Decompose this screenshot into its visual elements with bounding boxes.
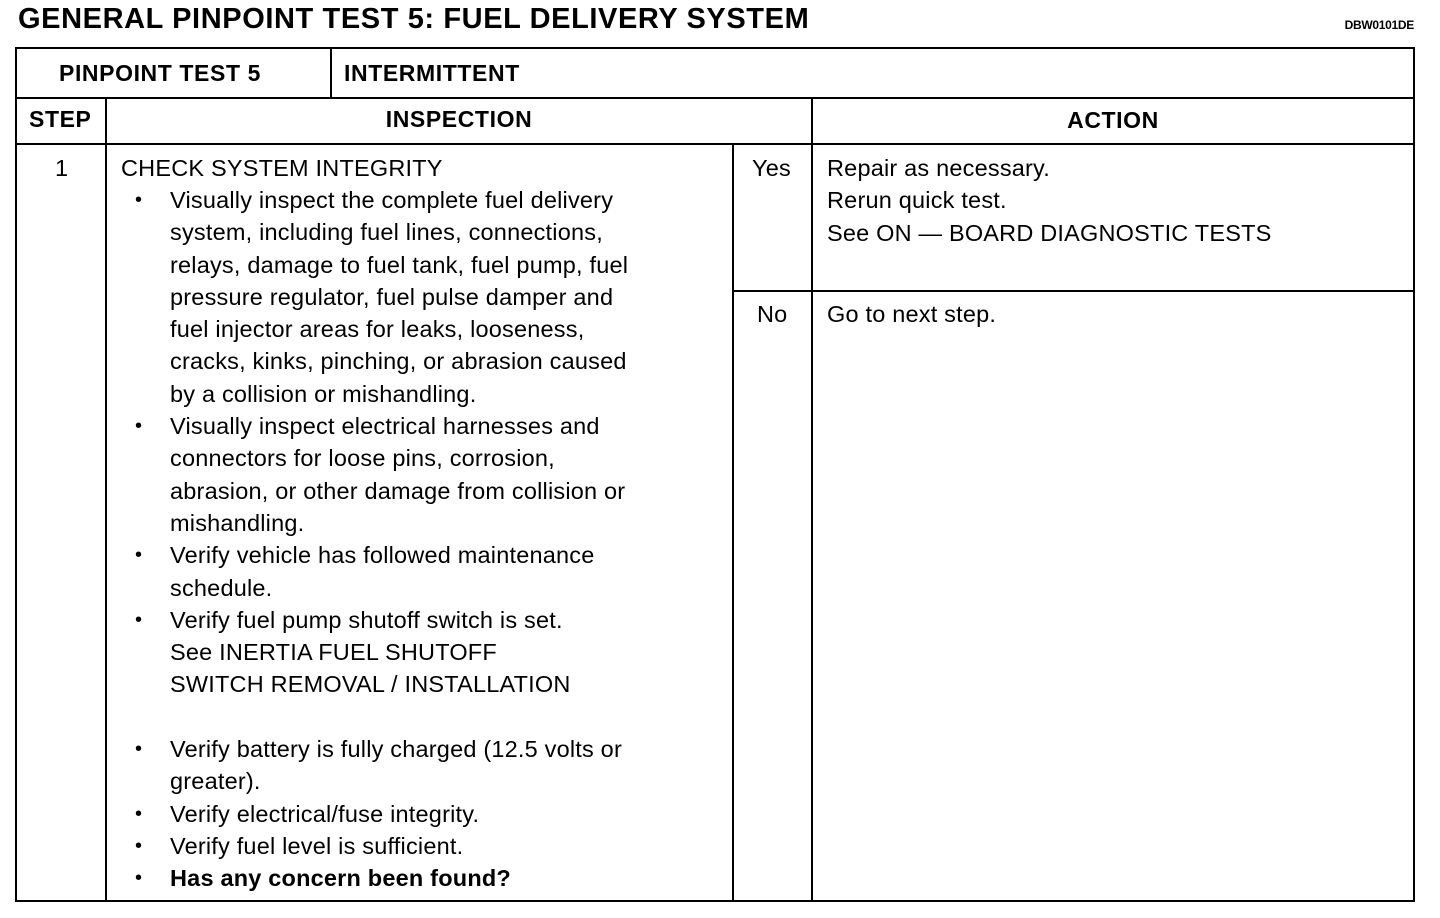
bullet-icon: •: [135, 802, 143, 825]
inspection-item-line: relays, damage to fuel tank, fuel pump, …: [170, 251, 629, 278]
inspection-item: Visually inspect the complete fuel deliv…: [170, 184, 628, 410]
inspection-item-line: Verify fuel level is sufficient.: [170, 833, 464, 859]
bullet-icon: •: [135, 544, 143, 567]
pinpoint-divider: [330, 49, 332, 98]
inspection-item-line: Verify battery is fully charged (12.5 vo…: [170, 736, 622, 763]
inspection-item-line: Verify vehicle has followed maintenance: [170, 542, 595, 569]
inspection-item-line: Has any concern been found?: [170, 865, 511, 892]
inspection-item-line: mishandling.: [170, 509, 305, 536]
inspection-item-line: SWITCH REMOVAL / INSTALLATION: [170, 671, 571, 698]
step-number: 1: [55, 155, 69, 181]
inspection-item: Verify vehicle has followed maintenance s…: [170, 539, 595, 604]
inspection-item-line: Verify fuel pump shutoff switch is set.: [170, 606, 563, 633]
bullet-icon: •: [135, 415, 143, 438]
inspection-item-line: fuel injector areas for leaks, looseness…: [170, 316, 585, 343]
inspection-item: Verify electrical/fuse integrity.: [170, 798, 479, 830]
inspection-item-line: cracks, kinks, pinching, or abrasion cau…: [170, 348, 627, 375]
inspection-item-line: greater).: [170, 768, 261, 795]
inspection-checklist: • Visually inspect the complete fuel deli…: [117, 184, 729, 900]
inspection-question: Has any concern been found?: [170, 862, 511, 894]
bullet-icon: •: [135, 835, 143, 857]
yes-action-line: Repair as necessary.: [827, 155, 1050, 181]
bullet-icon: •: [135, 189, 143, 211]
inspection-item-line: Visually inspect electrical harnesses an…: [170, 413, 600, 440]
column-header-divider: [17, 143, 1413, 145]
condition-label: INTERMITTENT: [344, 60, 520, 86]
inspection-column-header: INSPECTION: [385, 106, 533, 132]
no-label: No: [757, 301, 788, 327]
inspection-item-line: See INERTIA FUEL SHUTOFF: [170, 639, 497, 666]
inspection-item-line: abrasion, or other damage from collision…: [170, 477, 626, 504]
no-action: Go to next step.: [827, 298, 996, 330]
pinpoint-label: PINPOINT TEST 5: [59, 60, 261, 86]
answer-column-divider: [732, 145, 734, 902]
page-title: GENERAL PINPOINT TEST 5: FUEL DELIVERY S…: [18, 3, 810, 35]
action-column-divider: [811, 98, 813, 902]
inspection-item: Verify battery is fully charged (12.5 vo…: [170, 733, 622, 798]
inspection-item-line: connectors for loose pins, corrosion,: [170, 445, 555, 472]
yes-action: Repair as necessary. Rerun quick test. S…: [827, 152, 1272, 249]
pinpoint-test-table: PINPOINT TEST 5 INTERMITTENT STEP INSPEC…: [15, 47, 1415, 902]
bullet-icon: •: [135, 867, 143, 890]
inspection-item: Verify fuel level is sufficient.: [170, 830, 463, 862]
header-row-divider: [17, 97, 1413, 99]
inspection-item: Visually inspect electrical harnesses an…: [170, 410, 625, 539]
no-action-line: Go to next step.: [827, 301, 997, 327]
inspection-item: Verify fuel pump shutoff switch is set. S…: [170, 604, 571, 701]
yes-no-divider: [733, 290, 1413, 292]
document-code: DBW0101DE: [1344, 18, 1415, 32]
bullet-icon: •: [135, 738, 143, 761]
yes-action-line: See ON — BOARD DIAGNOSTIC TESTS: [827, 219, 1272, 246]
inspection-heading: CHECK SYSTEM INTEGRITY: [121, 155, 443, 181]
inspection-item-line: Visually inspect the complete fuel deliv…: [170, 187, 614, 213]
step-column-header: STEP: [29, 106, 92, 132]
inspection-item-line: schedule.: [170, 574, 273, 601]
inspection-item-line: system, including fuel lines, connection…: [170, 219, 603, 246]
yes-label: Yes: [752, 155, 791, 181]
bullet-icon: •: [135, 608, 143, 631]
action-column-header: ACTION: [1067, 107, 1159, 133]
inspection-item-line: by a collision or mishandling.: [170, 380, 477, 407]
inspection-item-line: Verify electrical/fuse integrity.: [170, 800, 480, 827]
inspection-item-line: pressure regulator, fuel pulse damper an…: [170, 283, 614, 310]
yes-action-line: Rerun quick test.: [827, 187, 1007, 214]
step-column-divider: [105, 98, 107, 902]
